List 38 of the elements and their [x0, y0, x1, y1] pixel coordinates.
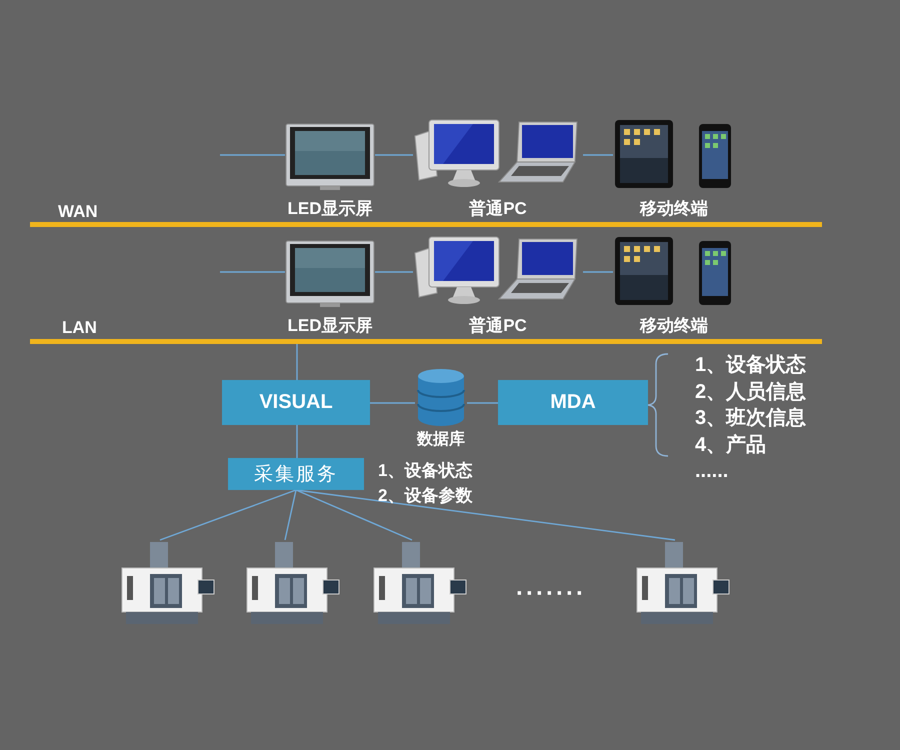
device-label: 普通PC [469, 198, 527, 220]
connector-line [370, 402, 415, 404]
connector-line [220, 271, 285, 273]
connector-line [375, 271, 413, 273]
connector-line [160, 489, 296, 541]
connector-line [296, 489, 412, 541]
connector-line [583, 271, 613, 273]
list-item: 3、班次信息 [695, 406, 806, 431]
connector-line [296, 425, 298, 458]
connector-line [583, 154, 613, 156]
connector-line [220, 154, 285, 156]
connector-line [284, 490, 297, 540]
module-label: MDA [550, 391, 596, 414]
ellipsis: ······· [516, 580, 586, 608]
device-label: 移动终端 [640, 315, 708, 337]
list-item: 1、设备状态 [378, 460, 472, 482]
list-item: 2、人员信息 [695, 380, 806, 404]
device-label: LED显示屏 [288, 315, 372, 337]
network-bar [30, 339, 822, 344]
list-item: 4、产品 [695, 432, 766, 458]
network-bar [30, 222, 822, 227]
connector-line [467, 402, 498, 404]
device-label: 移动终端 [640, 198, 708, 220]
list-item: 1、设备状态 [695, 353, 806, 378]
module-label: VISUAL [259, 391, 333, 414]
connector-line [296, 344, 298, 380]
list-item: 2、设备参数 [378, 485, 472, 507]
list-item: ...... [695, 459, 728, 484]
device-label: LED显示屏 [288, 198, 372, 220]
node-label: 数据库 [417, 429, 465, 450]
module-box [222, 380, 370, 425]
connector-line [375, 154, 413, 156]
list-item: WAN [58, 201, 98, 223]
module-box [228, 458, 364, 490]
module-label: 采集服务 [254, 462, 338, 487]
device-label: 普通PC [469, 315, 527, 337]
list-item: LAN [62, 317, 97, 339]
module-box [498, 380, 648, 425]
